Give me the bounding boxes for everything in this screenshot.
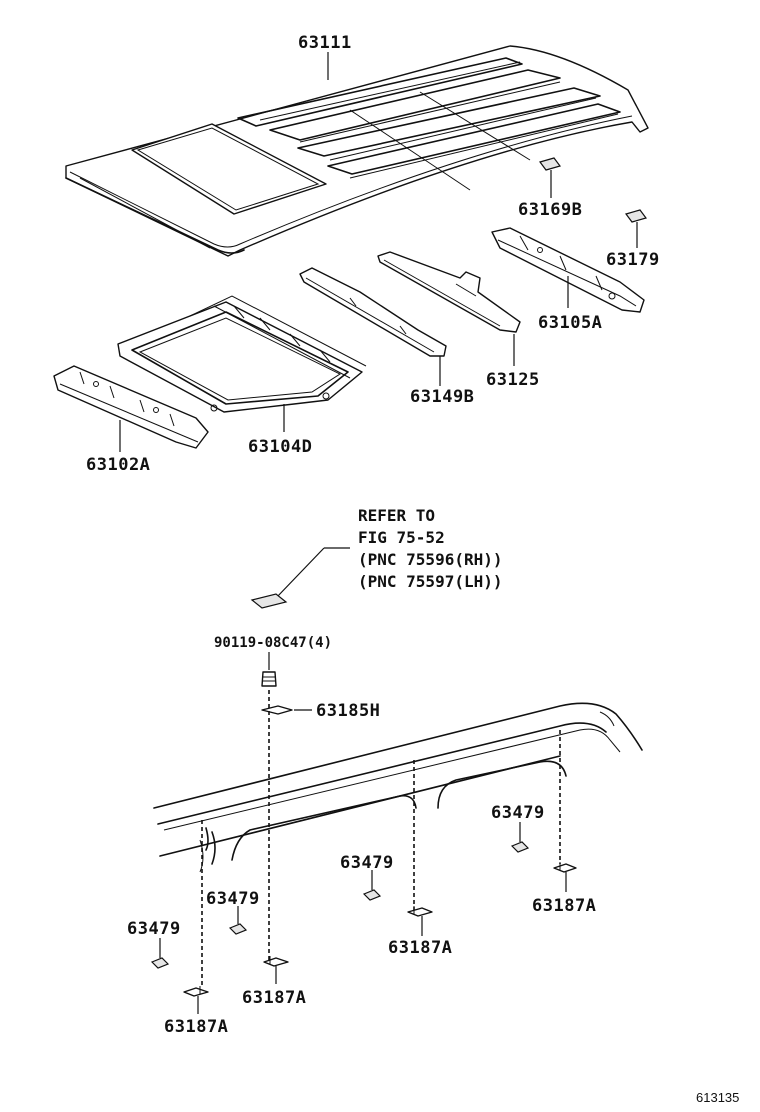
label-63125: 63125: [486, 370, 540, 390]
front-header-63102a: [53, 365, 209, 449]
rear-roof-rail-63105a: [491, 227, 645, 313]
label-63479-c: 63479: [206, 889, 260, 909]
label-63149b: 63149B: [410, 387, 474, 407]
label-63187a-center: 63187A: [242, 988, 306, 1008]
referenced-part: [250, 593, 288, 609]
figure-id: 613135: [696, 1090, 739, 1105]
label-63479-a: 63479: [491, 803, 545, 823]
sunroof-reinforcement-63104d: [117, 295, 367, 413]
label-63169b: 63169B: [518, 200, 582, 220]
bolt: [261, 671, 277, 687]
label-63104d: 63104D: [248, 437, 312, 457]
label-63179: 63179: [606, 250, 660, 270]
clip-63187a-center: [263, 956, 289, 967]
label-63105a: 63105A: [538, 313, 602, 333]
ref-note-line1: REFER TO: [358, 506, 435, 525]
label-63479-d: 63479: [127, 919, 181, 939]
clip-63185h: [261, 705, 293, 715]
ref-note-line3: (PNC 75596(RH)): [358, 550, 503, 569]
label-63187a-left: 63187A: [164, 1017, 228, 1037]
label-63479-b: 63479: [340, 853, 394, 873]
clip-63187a-right: [553, 862, 577, 873]
roof-panel: [65, 45, 649, 257]
clip-63187a-left: [183, 986, 209, 997]
bracket-63169b: [538, 157, 562, 171]
side-roof-rail: [153, 702, 643, 873]
label-63185h: 63185H: [316, 701, 380, 721]
label-63187a-mid: 63187A: [388, 938, 452, 958]
ref-note-line2: FIG 75-52: [358, 528, 445, 547]
label-63102a: 63102A: [86, 455, 150, 475]
clip-63187a-mid: [407, 906, 433, 917]
label-63187a-right: 63187A: [532, 896, 596, 916]
label-bolt: 90119-08C47(4): [214, 635, 332, 651]
roof-bow-63149b: [299, 267, 447, 357]
retainer-63479-a: [510, 841, 530, 853]
pad-63179: [624, 209, 648, 223]
roof-bow-63125: [377, 251, 521, 333]
retainer-63479-c: [228, 923, 248, 935]
ref-leader-diag: [275, 547, 325, 599]
retainer-63479-d: [150, 957, 170, 969]
retainer-63479-b: [362, 889, 382, 901]
ref-note-line4: (PNC 75597(LH)): [358, 572, 503, 591]
label-63111: 63111: [298, 33, 352, 53]
